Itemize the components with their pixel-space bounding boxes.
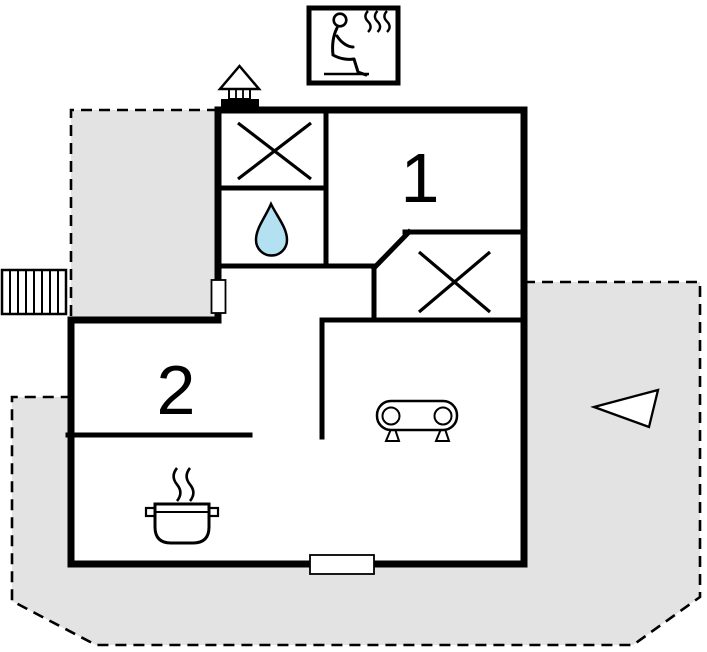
room-2-label: 2: [157, 351, 196, 429]
chimney-base: [221, 99, 259, 112]
door-left: [210, 279, 227, 314]
chimney-roof: [217, 64, 262, 91]
terrace-top-left: [69, 108, 218, 320]
terrace-top-left-border: [69, 108, 218, 320]
chimney-icon: [217, 64, 262, 112]
stairs-icon: [0, 268, 68, 316]
sauna-symbol: [306, 5, 401, 86]
terrace-top-left-fill: [71, 110, 218, 320]
steam-waves: [172, 467, 195, 502]
interior-walls: [65, 107, 527, 440]
sofa-armrest-right: [433, 406, 453, 426]
house-outline: [67, 106, 528, 568]
sauna-symbol-frame: [306, 5, 401, 86]
sauna-person-icon: [324, 12, 369, 77]
water-drop-icon: [254, 201, 289, 257]
x-mark-top-room-icon: [237, 121, 312, 181]
triangle-arrow-icon: [590, 388, 660, 429]
stairs-treads: [9, 270, 59, 314]
sofa-armrest-left: [381, 406, 401, 426]
heat-waves-icon: [364, 10, 391, 33]
pot-body: [153, 502, 211, 545]
x-mark-mid-room-icon: [417, 250, 492, 314]
sofa-icon: [375, 399, 459, 442]
room-1-label: 1: [401, 139, 440, 217]
door-bottom: [309, 554, 375, 575]
cooking-pot-icon: [144, 467, 220, 545]
